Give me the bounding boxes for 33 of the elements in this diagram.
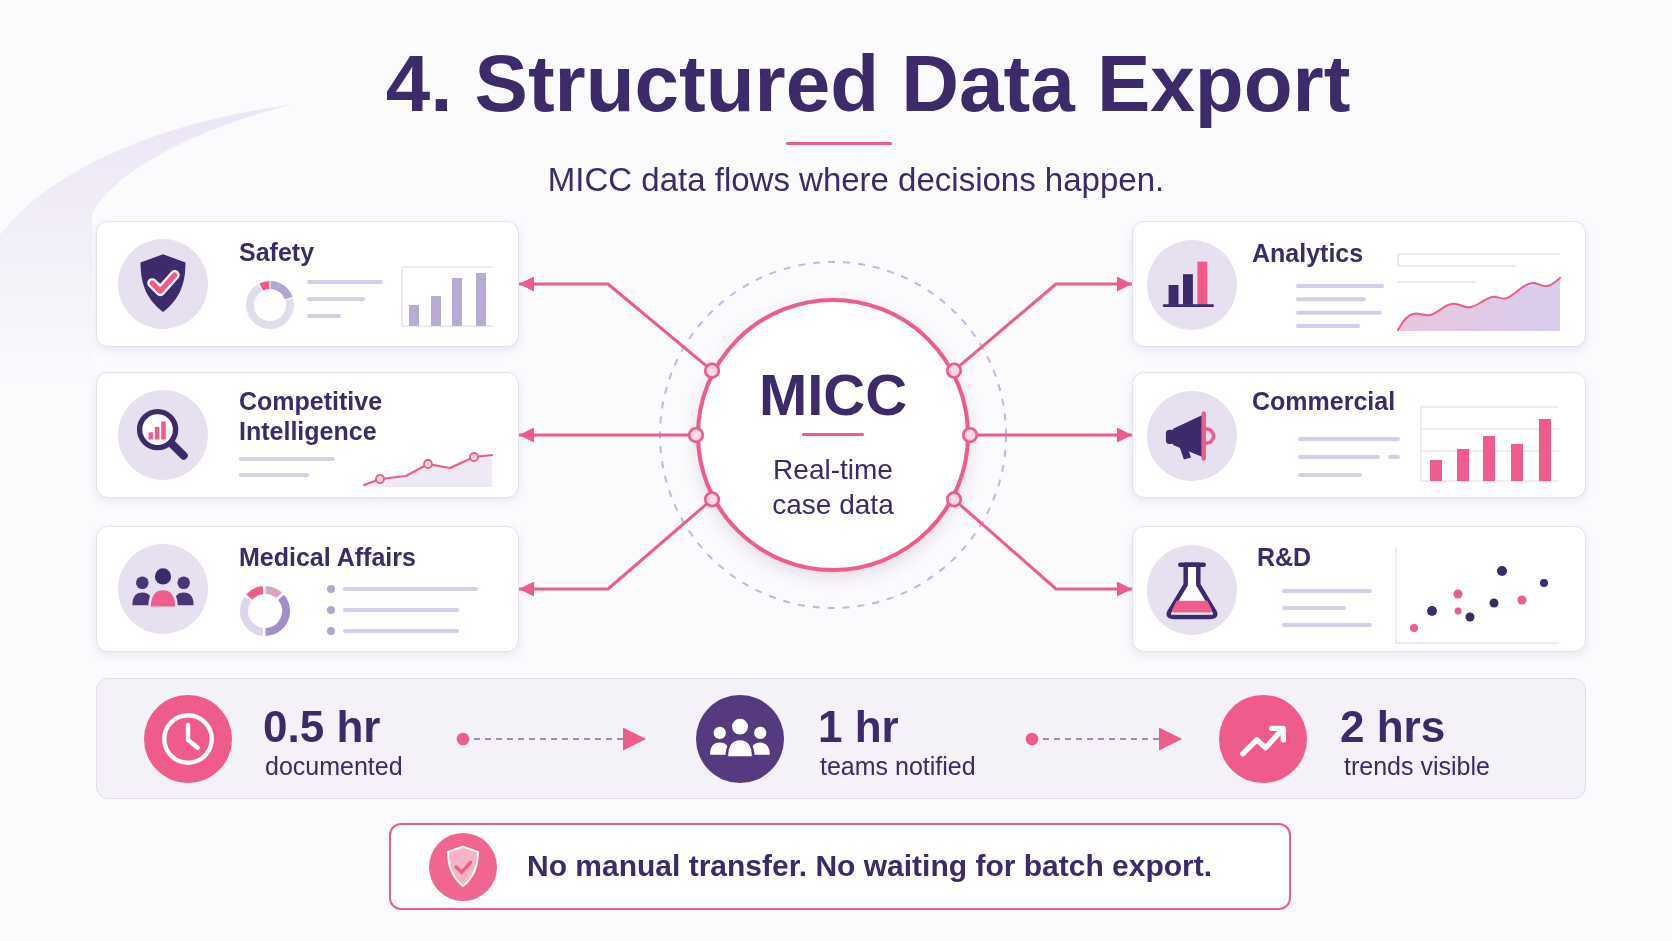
page-title: 4. Structured Data Export — [385, 38, 1351, 130]
card-title: Competitive Intelligence — [239, 386, 384, 446]
hub-title: MICC — [758, 363, 908, 427]
card-title: Analytics — [1252, 238, 1364, 268]
metric-caption: teams notified — [820, 751, 976, 781]
dashed-arrow — [456, 727, 647, 751]
connector-arrow — [519, 426, 705, 444]
metric-value: 2 hrs — [1340, 703, 1446, 751]
connector-arrow — [519, 276, 721, 379]
category-card — [96, 526, 519, 652]
connector-arrow — [945, 491, 1132, 597]
subtitle: MICC data flows where decisions happen. — [547, 160, 1165, 200]
hub-subtitle: Real-time case data — [771, 453, 895, 522]
category-card — [96, 372, 519, 498]
card-title: Commercial — [1252, 386, 1396, 416]
metric-caption: trends visible — [1344, 751, 1490, 781]
metric-caption: documented — [265, 751, 403, 781]
card-title: Safety — [239, 237, 315, 267]
dashed-arrow — [1025, 727, 1183, 751]
metric-value: 1 hr — [818, 703, 899, 751]
timeline-panel — [96, 678, 1586, 799]
note-banner — [389, 823, 1291, 910]
category-card — [1132, 221, 1586, 347]
metric-value: 0.5 hr — [263, 703, 381, 751]
category-card — [1132, 526, 1586, 652]
card-title: Medical Affairs — [239, 542, 416, 572]
connector-arrow — [961, 426, 1132, 444]
connector-arrow — [945, 276, 1132, 379]
category-card — [1132, 372, 1586, 498]
card-title: R&D — [1257, 542, 1312, 572]
note-text: No manual transfer. No waiting for batch export. — [527, 848, 1213, 884]
category-card — [96, 221, 519, 347]
connector-arrow — [519, 491, 721, 597]
